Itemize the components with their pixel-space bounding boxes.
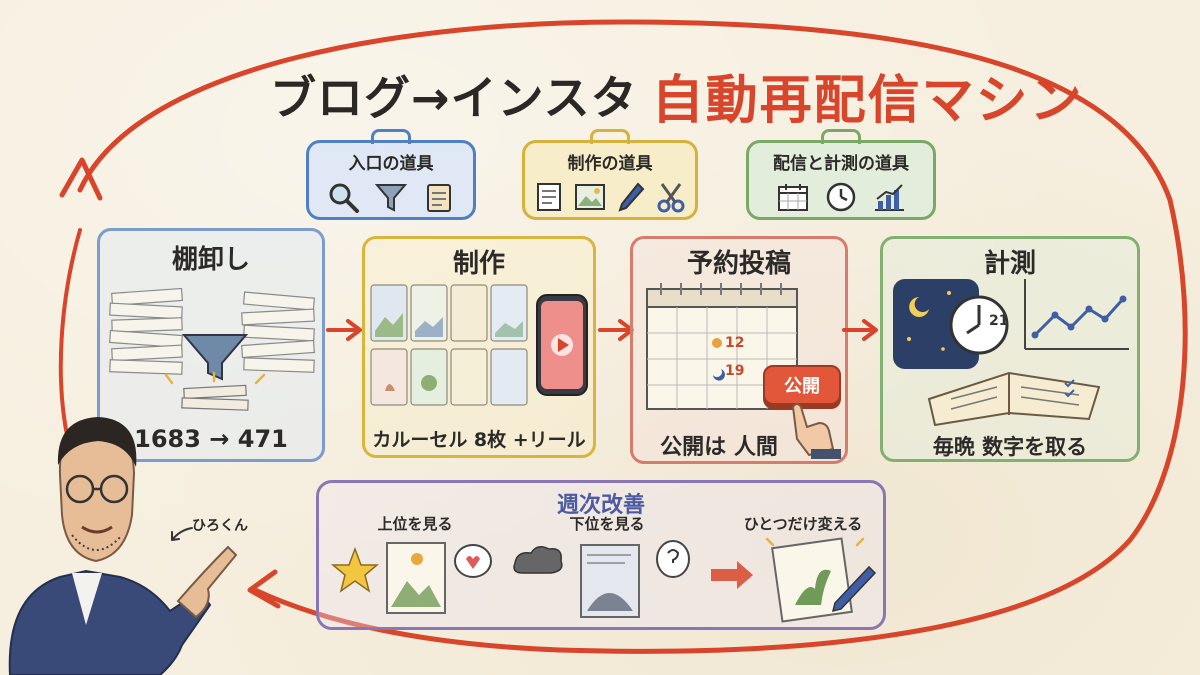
night-measurement-illustration [893,279,1129,427]
notebook-icon [534,178,564,216]
publish-button[interactable]: 公開 [763,365,841,405]
title-part1: ブログ→インスタ [270,71,638,125]
clock-day: 21 [989,313,1009,329]
toolcase-label: 配信と計測の道具 [773,154,909,174]
scissors-icon [656,178,686,216]
stage-inventory: 棚卸し 1683 → [97,228,325,462]
title-part2: 自動再配信マシン [651,70,1084,131]
notepad-icon [420,178,458,216]
case-handle [590,129,630,144]
publish-note: 公開は 人間 [660,435,778,460]
toolcase-production: 制作の道具 [522,129,698,220]
toolcase-delivery-measure: 配信と計測の道具 [746,129,936,220]
stage-production: 制作 カルーセル 8枚 +リール [362,236,596,458]
stage-title: 制作 [452,249,505,279]
calendar-day: 19 [725,363,745,379]
carousel-cards-illustration [370,284,588,406]
weekly-illustration [330,537,877,623]
clock-icon [822,178,860,216]
page-title: ブログ→インスタ 自動再配信マシン [270,55,1082,135]
measure-note: 毎晩 数字を取る [932,435,1088,459]
flow-arrow [842,319,878,341]
stage-title: 計測 [983,249,1036,279]
production-output: カルーセル 8枚 +リール [372,429,586,451]
calendar-day: 12 [725,335,745,351]
case-handle [371,129,411,144]
top-label: 上位を見る [377,515,453,533]
stage-measurement: 計測 21 毎晩 数字を取る [880,236,1140,462]
presenter-illustration [8,417,238,675]
stage-title: 予約投稿 [686,249,791,279]
toolcase-label: 入口の道具 [348,154,434,174]
presenter-name: ひろくん [192,518,248,534]
pen-icon [616,178,646,216]
stage-scheduled-post: 予約投稿 12 19 公開 公開は 人間 [630,236,848,464]
weekly-title: 週次改善 [556,493,645,518]
case-handle [821,129,861,144]
bar-chart-icon [870,178,908,216]
change-label: ひとつだけ変える [743,515,863,533]
bottom-label: 下位を見る [569,515,645,533]
name-pointer-arrow [171,527,193,541]
calendar-icon [774,178,812,216]
inventory-count: 1683 → 471 [134,425,288,453]
magnifier-icon [324,178,362,216]
document-piles-illustration [109,287,316,411]
weekly-improvement-panel: 週次改善 上位を見る 下位を見る ひとつだけ変える [316,480,886,630]
flow-arrow [326,319,362,341]
toolcase-label: 制作の道具 [567,154,653,174]
toolcase-entry: 入口の道具 [306,129,476,220]
image-icon [574,178,606,216]
pointing-hand-icon [791,403,841,459]
stage-title: 棚卸し [171,245,250,275]
funnel-icon [372,178,410,216]
